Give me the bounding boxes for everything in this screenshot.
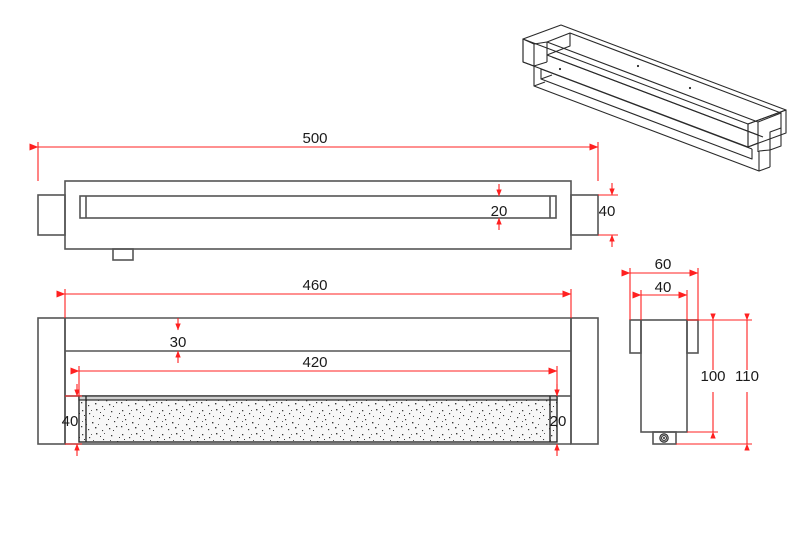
side-view-dimension-labels: 60 40 100 110 — [655, 256, 759, 385]
side-view — [629, 319, 699, 445]
dim-height-100: 100 — [700, 368, 725, 385]
top-view-dimensions — [29, 142, 618, 247]
dim-len-500: 500 — [302, 130, 327, 147]
dim-slot-20: 20 — [491, 203, 508, 220]
grate-insert — [78, 395, 558, 443]
dim-offset-30: 30 — [170, 334, 187, 351]
isometric-view — [522, 24, 787, 172]
dim-len-460: 460 — [302, 277, 327, 294]
bolt-detail — [659, 433, 669, 443]
front-view-dimension-labels: 460 30 420 40 20 — [62, 277, 567, 430]
top-view-dimension-labels: 500 20 40 — [302, 130, 615, 220]
top-view — [37, 180, 599, 261]
front-view-dimensions — [56, 289, 572, 456]
dim-height-110: 110 — [735, 368, 759, 385]
dim-height-40: 40 — [599, 203, 616, 220]
dim-width-60: 60 — [655, 256, 672, 273]
dim-edge-20: 20 — [550, 413, 567, 430]
front-view — [37, 317, 599, 445]
dim-len-420: 420 — [302, 354, 327, 371]
dim-width-40: 40 — [655, 279, 672, 296]
side-view-dimensions — [621, 268, 752, 451]
dim-edge-40: 40 — [62, 413, 79, 430]
